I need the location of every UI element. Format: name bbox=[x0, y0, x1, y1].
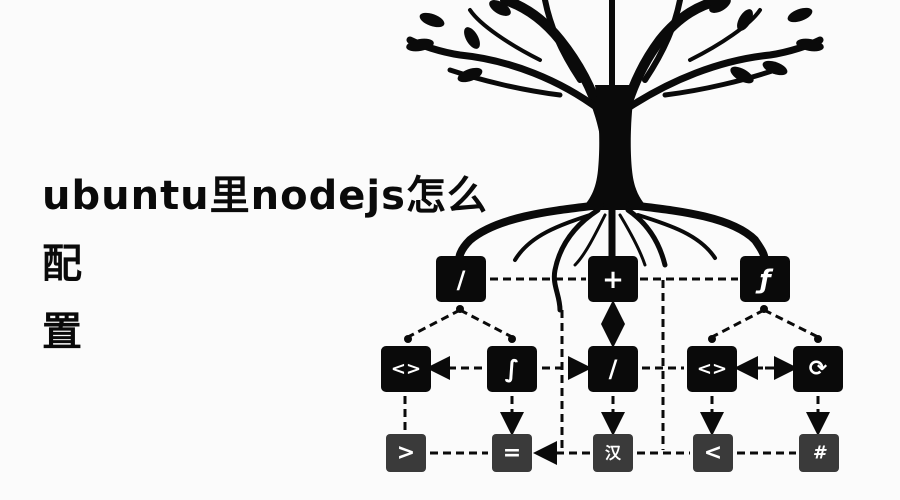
node-equals: = bbox=[492, 434, 532, 472]
node-row-1: / + ƒ bbox=[436, 256, 790, 302]
node-slash-top: / bbox=[436, 256, 486, 302]
trunk bbox=[580, 85, 650, 210]
svg-text:>: > bbox=[397, 441, 415, 466]
svg-text:#: # bbox=[813, 443, 828, 464]
title-line-1: ubuntu里nodejs怎么配 bbox=[42, 173, 488, 287]
svg-text:<>: <> bbox=[697, 359, 727, 380]
svg-text:/: / bbox=[609, 355, 618, 383]
svg-text:/: / bbox=[457, 266, 466, 294]
svg-text:⟳: ⟳ bbox=[809, 357, 828, 382]
node-hash: # bbox=[799, 434, 839, 472]
page-title: ubuntu里nodejs怎么配 置 bbox=[42, 162, 512, 366]
node-greater-than: > bbox=[386, 434, 426, 472]
node-code-tag-left: <> bbox=[381, 346, 431, 392]
title-line-2: 置 bbox=[42, 309, 83, 355]
svg-text:+: + bbox=[602, 265, 624, 295]
node-chinese-char: 汉 bbox=[593, 434, 633, 472]
node-function: ƒ bbox=[740, 256, 790, 302]
node-row-3: > = 汉 < # bbox=[386, 434, 839, 472]
node-less-than: < bbox=[693, 434, 733, 472]
svg-text:<: < bbox=[704, 441, 722, 466]
svg-text:ƒ: ƒ bbox=[755, 265, 773, 295]
node-row-2: <> ∫ / <> ⟳ bbox=[381, 346, 843, 392]
connectors bbox=[403, 277, 830, 465]
svg-text:汉: 汉 bbox=[605, 444, 622, 463]
leaves bbox=[406, 0, 824, 84]
connector-dots bbox=[404, 305, 822, 343]
node-slash-middle: / bbox=[588, 346, 638, 392]
svg-text:<>: <> bbox=[391, 359, 421, 380]
node-code-tag-right: <> bbox=[687, 346, 737, 392]
node-refresh: ⟳ bbox=[793, 346, 843, 392]
node-plus: + bbox=[588, 256, 638, 302]
node-integral: ∫ bbox=[487, 346, 537, 392]
svg-text:=: = bbox=[503, 441, 521, 466]
svg-text:∫: ∫ bbox=[505, 355, 520, 383]
